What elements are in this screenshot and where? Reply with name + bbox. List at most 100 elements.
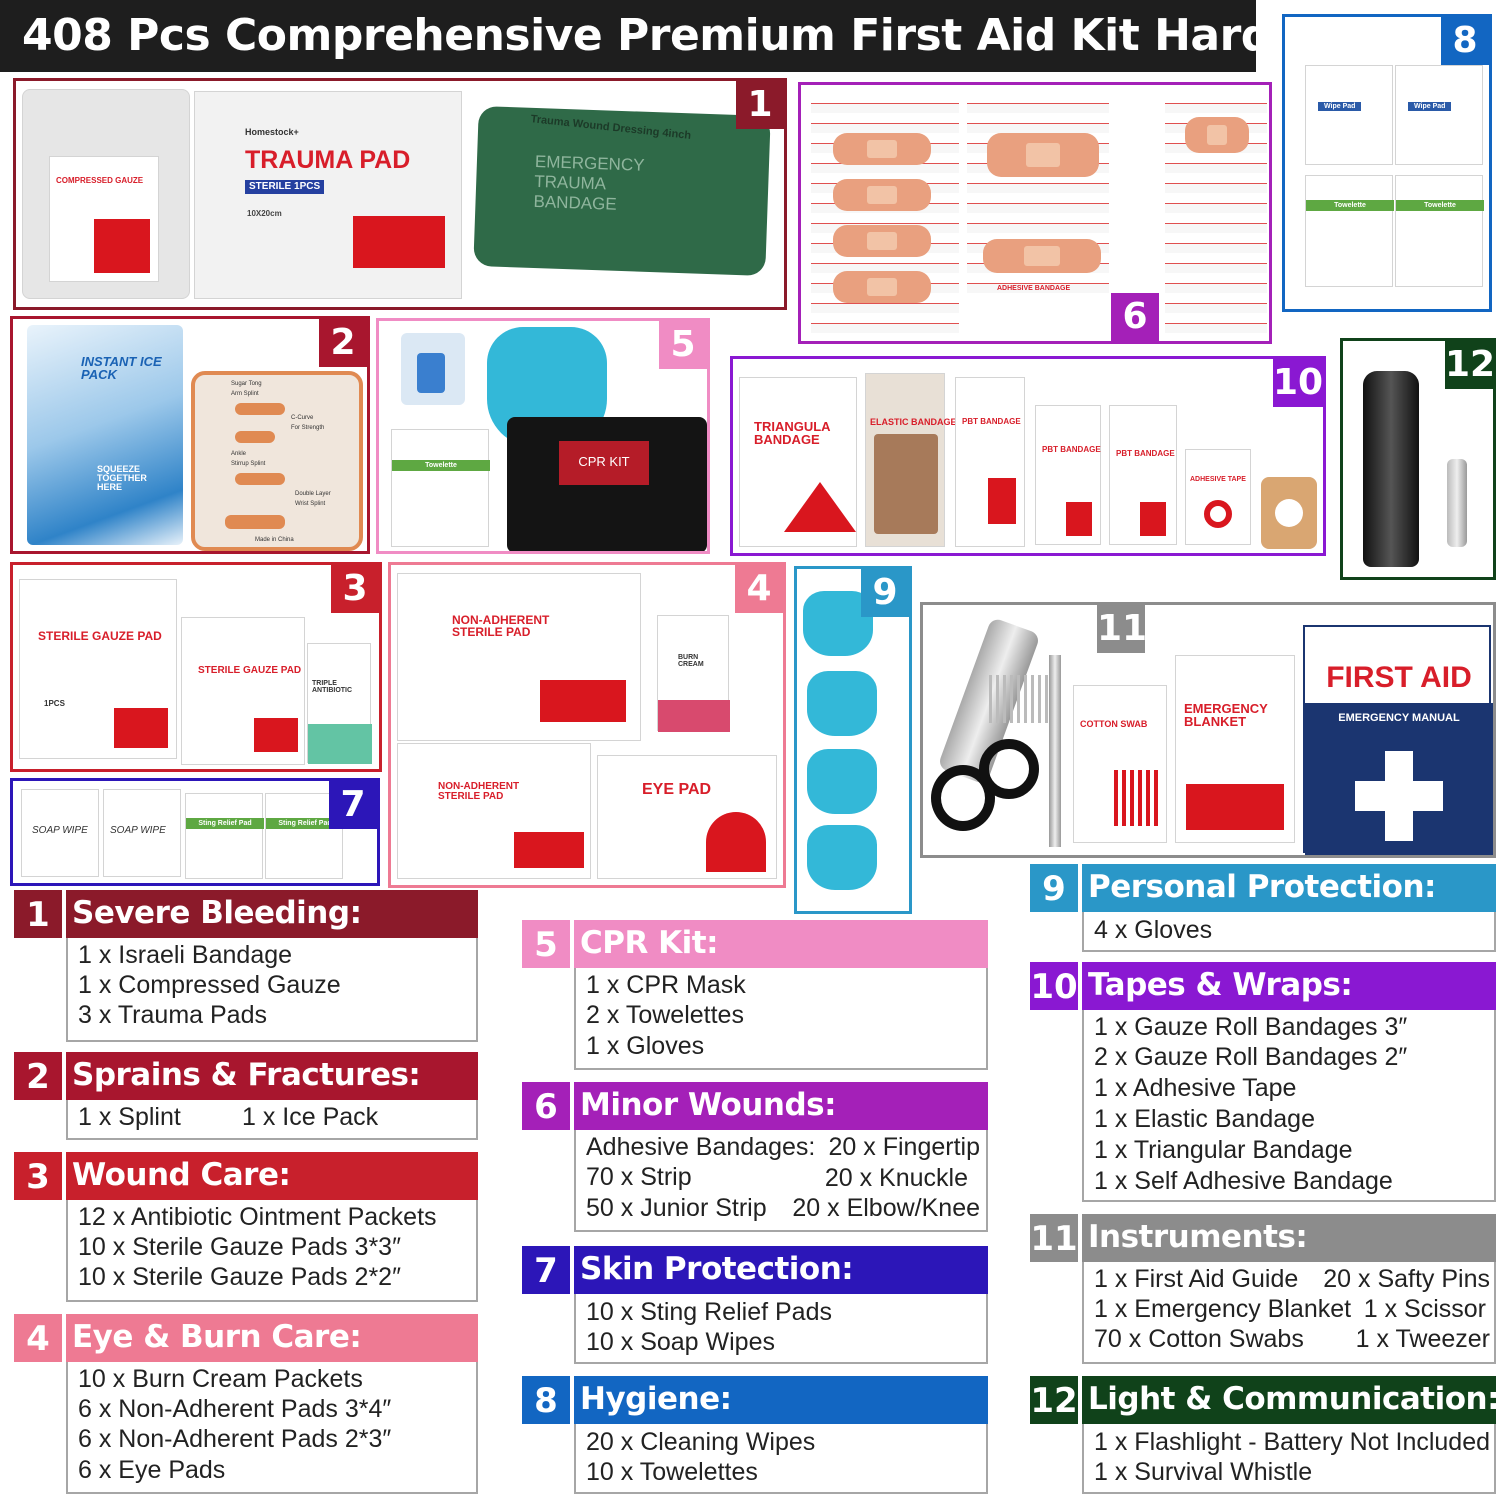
- photo-number-10: 10: [1273, 359, 1323, 407]
- pbt-label-a: PBT BANDAGE: [962, 417, 1021, 426]
- cotton-swab-label: COTTON SWAB: [1080, 719, 1148, 729]
- section-skin-protection: 7 Skin Protection: 10 x Sting Relief Pad…: [522, 1246, 988, 1364]
- list-item: 1 x Israeli Bandage: [78, 941, 293, 969]
- photo-number-7: 7: [329, 781, 377, 829]
- cpr-kit-pouch: CPR KIT: [507, 417, 707, 551]
- list-item: 2 x Gauze Roll Bandages 2″: [1094, 1043, 1408, 1071]
- compressed-gauze-item: COMPRESSED GAUZE: [22, 89, 190, 299]
- first-aid-manual: FIRST AID EMERGENCY MANUAL: [1303, 625, 1493, 855]
- pbt-bandage-a: PBT BANDAGE: [955, 377, 1025, 547]
- section-wound-care: 3 Wound Care: 12 x Antibiotic Ointment P…: [14, 1152, 478, 1302]
- section-title: Hygiene:: [574, 1376, 988, 1424]
- soap-wipe-b: SOAP WIPE: [103, 789, 181, 877]
- list-item: 20 x Knuckle: [824, 1164, 968, 1192]
- soap-wipe-a: SOAP WIPE: [21, 789, 99, 877]
- safety-pins: [989, 675, 1049, 723]
- list-item: 1 x First Aid Guide: [1094, 1265, 1299, 1293]
- ointment-label: TRIPLE ANTIBIOTIC: [312, 680, 353, 694]
- splint-line-9: Made in China: [255, 537, 294, 543]
- section-number: 11: [1030, 1214, 1078, 1262]
- splint-line-1: Sugar Tong: [231, 381, 262, 387]
- section-title: Minor Wounds:: [574, 1082, 988, 1130]
- photo-number-2: 2: [319, 319, 367, 367]
- section-title: Light & Communication:: [1082, 1376, 1500, 1424]
- blanket-label: EMERGENCY BLANKET: [1184, 701, 1268, 729]
- sting-label-a: Sting Relief Pad: [186, 818, 264, 829]
- ice-pack-label: INSTANT ICE PACK: [81, 354, 162, 382]
- gauze-small-label: STERILE GAUZE PAD: [198, 665, 302, 676]
- glove-icon: [807, 671, 877, 736]
- pbt-bandage-c: PBT BANDAGE: [1109, 405, 1177, 545]
- trauma-pad-item: Homestock+ TRAUMA PAD STERILE 1PCS 10X20…: [194, 91, 462, 299]
- towelette-label-a: Towelette: [1306, 200, 1394, 211]
- list-item: 1 x Ice Pack: [242, 1103, 379, 1131]
- section-severe-bleeding: 1 Severe Bleeding: 1 x Israeli Bandage 1…: [14, 890, 478, 1042]
- section-number: 2: [14, 1052, 62, 1100]
- flashlight-icon: [1363, 371, 1419, 567]
- section-number: 10: [1030, 962, 1078, 1010]
- photo-panel-3: STERILE GAUZE PAD 1PCS STERILE GAUZE PAD…: [10, 562, 382, 772]
- glove-icon: [807, 749, 877, 814]
- section-title: Severe Bleeding:: [66, 890, 478, 938]
- list-item: 1 x Compressed Gauze: [78, 971, 341, 999]
- section-number: 7: [522, 1246, 570, 1294]
- sting-relief-a: Sting Relief Pad: [185, 793, 264, 879]
- list-item: 10 x Burn Cream Packets: [78, 1365, 363, 1393]
- photo-panel-2: INSTANT ICE PACK SQUEEZE TOGETHER HERE S…: [10, 316, 370, 554]
- section-number: 6: [522, 1082, 570, 1130]
- ice-pack-item: INSTANT ICE PACK SQUEEZE TOGETHER HERE: [27, 325, 183, 545]
- photo-number-12: 12: [1445, 341, 1493, 389]
- emergency-blanket-item: EMERGENCY BLANKET: [1175, 655, 1295, 843]
- list-item: 6 x Non-Adherent Pads 2*3″: [78, 1425, 392, 1453]
- section-number: 1: [14, 890, 62, 938]
- israeli-bandage-item: Trauma Wound Dressing 4inch EMERGENCY TR…: [473, 105, 771, 277]
- non-adherent-label-a: NON-ADHERENT STERILE PAD: [452, 613, 550, 639]
- list-item: 1 x Scissor: [1363, 1295, 1486, 1323]
- non-adherent-pad-2x3: NON-ADHERENT STERILE PAD: [397, 743, 591, 879]
- section-body: 1 x Israeli Bandage 1 x Compressed Gauze…: [66, 938, 478, 1042]
- knuckle-bandages: [1165, 93, 1267, 337]
- splint-line-3: C-Curve: [291, 415, 314, 421]
- elastic-bandage-item: ELASTIC BANDAGE: [865, 373, 957, 547]
- wipe-pad-a: Wipe Pad: [1305, 65, 1393, 165]
- section-number: 3: [14, 1152, 62, 1200]
- list-item: 1 x Splint: [78, 1103, 181, 1131]
- tape-label: ADHESIVE TAPE: [1190, 476, 1246, 483]
- list-item: 10 x Sting Relief Pads: [586, 1298, 832, 1326]
- splint-line-4: For Strength: [291, 425, 325, 431]
- list-item: 50 x Junior Strip: [586, 1194, 767, 1222]
- section-title: Eye & Burn Care:: [66, 1314, 478, 1362]
- gauze-pad-3x3: STERILE GAUZE PAD 1PCS: [19, 579, 177, 759]
- wipe-label-a: Wipe Pad: [1318, 102, 1362, 111]
- photo-number-9: 9: [861, 569, 909, 617]
- adhesive-tape-item: ADHESIVE TAPE: [1185, 449, 1251, 545]
- section-number: 4: [14, 1314, 62, 1362]
- photo-panel-10: TRIANGULA BANDAGE ELASTIC BANDAGE PBT BA…: [730, 356, 1326, 556]
- photo-number-11: 11: [1097, 605, 1147, 653]
- section-title: Instruments:: [1082, 1214, 1496, 1262]
- self-adhesive-roll: [1261, 477, 1317, 549]
- list-item: 2 x Towelettes: [586, 1001, 744, 1029]
- section-number: 8: [522, 1376, 570, 1424]
- list-item: 1 x Emergency Blanket: [1094, 1295, 1352, 1323]
- list-item: 1 x Gloves: [586, 1032, 705, 1060]
- page-title: 408 Pcs Comprehensive Premium First Aid …: [0, 0, 1403, 72]
- list-item: Adhesive Bandages:: [586, 1133, 816, 1161]
- pad-size: 10X20cm: [247, 209, 282, 218]
- list-item: 20 x Cleaning Wipes: [586, 1428, 816, 1456]
- photo-number-8: 8: [1441, 17, 1489, 65]
- list-item: 70 x Strip: [586, 1163, 692, 1191]
- list-item: 1 x Flashlight - Battery Not Included: [1094, 1428, 1491, 1456]
- photo-panel-1: COMPRESSED GAUZE Homestock+ TRAUMA PAD S…: [13, 78, 787, 310]
- photo-panel-4: NON-ADHERENT STERILE PAD BURN CREAM NON-…: [388, 562, 786, 888]
- list-item: 3 x Trauma Pads: [78, 1001, 267, 1029]
- section-title: Wound Care:: [66, 1152, 478, 1200]
- pbt-label-b: PBT BANDAGE: [1042, 445, 1101, 454]
- section-body: 1 x CPR Mask 2 x Towelettes 1 x Gloves: [574, 968, 988, 1070]
- photo-panel-6: ADHESIVE BANDAGE 6: [798, 82, 1272, 344]
- section-minor-wounds: 6 Minor Wounds: Adhesive Bandages: 70 x …: [522, 1082, 988, 1232]
- section-title: Tapes & Wraps:: [1082, 962, 1496, 1010]
- list-item: 6 x Non-Adherent Pads 3*4″: [78, 1395, 392, 1423]
- cpr-kit-label: CPR KIT: [578, 454, 630, 469]
- manual-subtitle: EMERGENCY MANUAL: [1338, 712, 1460, 724]
